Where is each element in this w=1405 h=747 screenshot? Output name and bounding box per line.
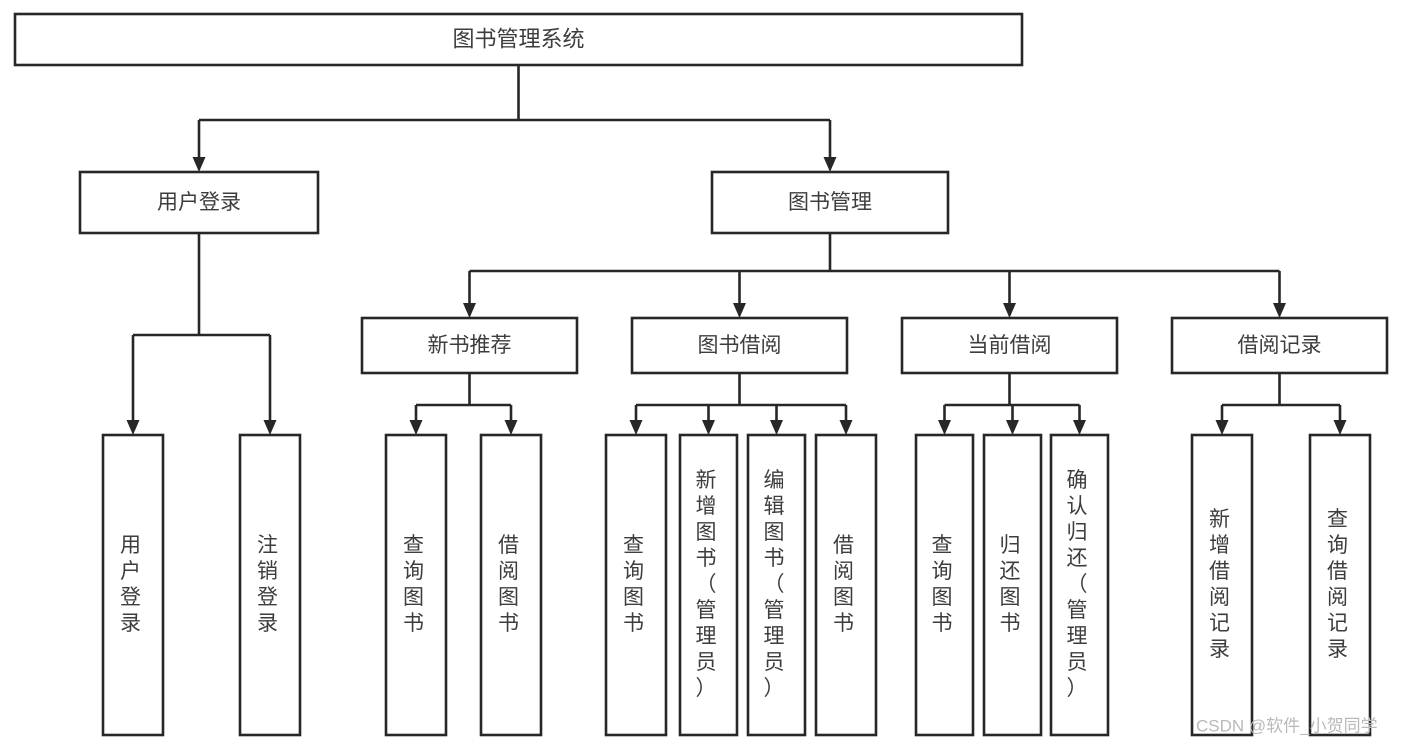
node-label-leaf_query_record: 查询借阅记录 bbox=[1327, 508, 1353, 661]
node-leaf_user_login[interactable]: 用户登录 bbox=[101, 433, 165, 737]
node-label-leaf_borrow_book_2: 借阅图书 bbox=[833, 534, 859, 635]
node-leaf_borrow_book_1[interactable]: 借阅图书 bbox=[479, 433, 543, 737]
arrow-head-user_login bbox=[192, 157, 206, 172]
node-box-leaf_logout[interactable] bbox=[238, 433, 302, 737]
edge-group-user_login bbox=[126, 233, 277, 435]
node-box-leaf_edit_book[interactable] bbox=[746, 433, 807, 737]
node-label-book_manage: 图书管理 bbox=[788, 191, 872, 214]
node-box-leaf_query_book_2[interactable] bbox=[604, 433, 668, 737]
node-label-leaf_edit_book: 编辑图书（管理员） bbox=[764, 469, 790, 700]
arrow-head-leaf_query_book_1 bbox=[409, 420, 423, 435]
node-label-leaf_borrow_book_1: 借阅图书 bbox=[498, 534, 524, 635]
arrow-head-book_manage bbox=[823, 157, 837, 172]
arrow-head-book_borrow bbox=[733, 303, 746, 318]
arrow-head-leaf_query_record bbox=[1333, 420, 1347, 435]
node-new_book_rec[interactable]: 新书推荐 bbox=[360, 316, 579, 375]
node-label-leaf_query_book_2: 查询图书 bbox=[623, 534, 649, 635]
node-label-book_borrow: 图书借阅 bbox=[698, 334, 782, 357]
node-leaf_logout[interactable]: 注销登录 bbox=[238, 433, 302, 737]
node-leaf_query_book_3[interactable]: 查询图书 bbox=[914, 433, 975, 737]
arrow-head-new_book_rec bbox=[463, 303, 476, 318]
edge-group-book_borrow bbox=[629, 373, 853, 435]
node-box-leaf_borrow_book_2[interactable] bbox=[814, 433, 878, 737]
node-label-borrow_record: 借阅记录 bbox=[1238, 334, 1322, 357]
node-label-leaf_add_record: 新增借阅记录 bbox=[1209, 508, 1235, 661]
node-box-new_book_rec[interactable] bbox=[360, 316, 579, 375]
node-box-root[interactable] bbox=[13, 12, 1024, 67]
node-box-book_borrow[interactable] bbox=[630, 316, 849, 375]
node-box-leaf_user_login[interactable] bbox=[101, 433, 165, 737]
csdn-watermark: CSDN @软件_小贺同学 bbox=[1196, 716, 1378, 735]
node-label-leaf_logout: 注销登录 bbox=[257, 534, 283, 635]
arrow-head-leaf_add_book bbox=[702, 420, 715, 435]
node-label-leaf_user_login: 用户登录 bbox=[120, 534, 146, 635]
node-box-leaf_query_book_3[interactable] bbox=[914, 433, 975, 737]
node-box-borrow_record[interactable] bbox=[1170, 316, 1389, 375]
edge-group-new_book_rec bbox=[409, 373, 518, 435]
arrow-head-leaf_logout bbox=[263, 420, 277, 435]
node-box-leaf_query_record[interactable] bbox=[1308, 433, 1372, 737]
node-box-leaf_confirm_return[interactable] bbox=[1049, 433, 1110, 737]
node-box-current_borrow[interactable] bbox=[900, 316, 1119, 375]
node-label-new_book_rec: 新书推荐 bbox=[428, 334, 512, 357]
node-box-book_manage[interactable] bbox=[710, 170, 950, 235]
node-box-leaf_add_book[interactable] bbox=[678, 433, 739, 737]
node-leaf_add_record[interactable]: 新增借阅记录 bbox=[1190, 433, 1254, 737]
edges-layer bbox=[126, 65, 1347, 435]
arrow-head-leaf_borrow_book_2 bbox=[839, 420, 853, 435]
edge-group-root bbox=[192, 65, 837, 172]
edge-group-borrow_record bbox=[1215, 373, 1347, 435]
node-leaf_edit_book[interactable]: 编辑图书（管理员） bbox=[746, 433, 807, 737]
node-box-leaf_query_book_1[interactable] bbox=[384, 433, 448, 737]
node-book_borrow[interactable]: 图书借阅 bbox=[630, 316, 849, 375]
node-leaf_query_book_1[interactable]: 查询图书 bbox=[384, 433, 448, 737]
arrow-head-leaf_query_book_3 bbox=[938, 420, 951, 435]
edge-group-book_manage bbox=[463, 233, 1286, 318]
node-label-root: 图书管理系统 bbox=[452, 26, 584, 51]
node-leaf_query_book_2[interactable]: 查询图书 bbox=[604, 433, 668, 737]
edge-group-current_borrow bbox=[938, 373, 1086, 435]
arrow-head-leaf_confirm_return bbox=[1073, 420, 1086, 435]
arrow-head-current_borrow bbox=[1003, 303, 1016, 318]
node-leaf_return_book[interactable]: 归还图书 bbox=[982, 433, 1043, 737]
node-label-user_login: 用户登录 bbox=[157, 191, 241, 214]
node-label-leaf_add_book: 新增图书（管理员） bbox=[696, 469, 722, 700]
arrow-head-leaf_edit_book bbox=[770, 420, 783, 435]
nodes-layer: 图书管理系统用户登录图书管理新书推荐图书借阅当前借阅借阅记录用户登录注销登录查询… bbox=[13, 12, 1389, 737]
arrow-head-leaf_return_book bbox=[1006, 420, 1019, 435]
node-current_borrow[interactable]: 当前借阅 bbox=[900, 316, 1119, 375]
node-label-leaf_query_book_1: 查询图书 bbox=[403, 534, 429, 635]
node-label-leaf_query_book_3: 查询图书 bbox=[932, 534, 958, 635]
node-label-leaf_confirm_return: 确认归还（管理员） bbox=[1067, 469, 1093, 700]
arrow-head-leaf_query_book_2 bbox=[629, 420, 643, 435]
node-user_login[interactable]: 用户登录 bbox=[78, 170, 320, 235]
node-root[interactable]: 图书管理系统 bbox=[13, 12, 1024, 67]
arrow-head-borrow_record bbox=[1273, 303, 1286, 318]
arrow-head-leaf_user_login bbox=[126, 420, 140, 435]
node-label-leaf_return_book: 归还图书 bbox=[1000, 534, 1026, 635]
node-book_manage[interactable]: 图书管理 bbox=[710, 170, 950, 235]
node-borrow_record[interactable]: 借阅记录 bbox=[1170, 316, 1389, 375]
arrow-head-leaf_add_record bbox=[1215, 420, 1229, 435]
node-leaf_query_record[interactable]: 查询借阅记录 bbox=[1308, 433, 1372, 737]
node-label-current_borrow: 当前借阅 bbox=[968, 334, 1052, 357]
node-box-leaf_add_record[interactable] bbox=[1190, 433, 1254, 737]
node-leaf_add_book[interactable]: 新增图书（管理员） bbox=[678, 433, 739, 737]
node-box-user_login[interactable] bbox=[78, 170, 320, 235]
node-leaf_confirm_return[interactable]: 确认归还（管理员） bbox=[1049, 433, 1110, 737]
arrow-head-leaf_borrow_book_1 bbox=[504, 420, 518, 435]
node-box-leaf_return_book[interactable] bbox=[982, 433, 1043, 737]
node-leaf_borrow_book_2[interactable]: 借阅图书 bbox=[814, 433, 878, 737]
node-box-leaf_borrow_book_1[interactable] bbox=[479, 433, 543, 737]
